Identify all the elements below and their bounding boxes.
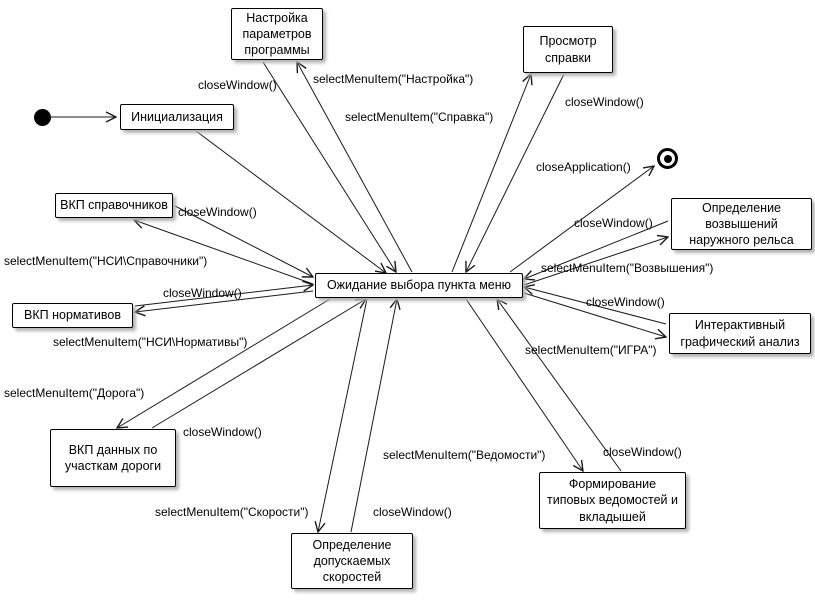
- label-select-road: selectMenuItem("Дорога"): [4, 386, 145, 400]
- state-speeds: Определение допускаемых скоростей: [291, 533, 413, 589]
- label-select-ref: selectMenuItem("НСИ\Справочники"): [4, 254, 208, 268]
- transition-help-to-wait: [466, 73, 565, 272]
- state-igra-label: Интерактивный графический анализ: [680, 318, 800, 349]
- label-close-help: closeWindow(): [565, 95, 644, 109]
- transition-init-to-wait: [195, 130, 386, 273]
- label-close-road: closeWindow(): [183, 425, 262, 439]
- transition-settings-to-wait: [262, 61, 396, 272]
- state-vkp-ref: ВКП справочников: [55, 193, 173, 218]
- state-wait-label: Ожидание выбора пункта меню: [326, 278, 512, 293]
- label-select-vedomosti: selectMenuItem("Ведомости"): [383, 448, 546, 462]
- state-vkp-norm: ВКП нормативов: [12, 303, 133, 328]
- transition-wait-to-settings: [297, 62, 413, 273]
- transition-vkp-ref-to-wait: [174, 205, 313, 277]
- label-close-igra: closeWindow(): [586, 295, 665, 309]
- label-close-vedomosti: closeWindow(): [603, 445, 682, 459]
- state-vkp-norm-label: ВКП нормативов: [24, 308, 121, 323]
- transition-igra-to-wait: [524, 287, 667, 325]
- state-settings: Настройка параметров программы: [231, 8, 323, 60]
- transition-wait-to-vedomosti: [465, 298, 583, 471]
- label-select-elevation: selectMenuItem("Возвышения"): [541, 261, 714, 275]
- label-close-speeds: closeWindow(): [373, 505, 452, 519]
- state-igra: Интерактивный графический анализ: [669, 313, 811, 354]
- transition-vedomosti-to-wait: [497, 299, 622, 472]
- initial-state-icon: [34, 109, 51, 126]
- label-select-speeds: selectMenuItem("Скорости"): [155, 505, 309, 519]
- label-close-elevation: closeWindow(): [574, 216, 653, 230]
- label-close-settings: closeWindow(): [198, 78, 277, 92]
- label-select-norm: selectMenuItem("НСИ\Нормативы"): [53, 335, 248, 349]
- state-speeds-label: Определение допускаемых скоростей: [312, 537, 392, 585]
- label-close-app: closeApplication(): [536, 160, 631, 174]
- transition-vkp-road-to-wait: [151, 299, 366, 429]
- label-select-igra: selectMenuItem("ИГРА"): [525, 343, 657, 357]
- transition-vkp-norm-to-wait: [134, 285, 313, 307]
- state-elevation-label: Определение возвышений наружного рельса: [689, 200, 794, 248]
- state-wait: Ожидание выбора пункта меню: [315, 273, 523, 298]
- label-select-settings: selectMenuItem("Настройка"): [313, 72, 474, 86]
- final-state-dot: [663, 154, 672, 163]
- final-state-icon: [657, 148, 678, 169]
- state-elevation: Определение возвышений наружного рельса: [671, 198, 812, 250]
- transition-wait-to-final: [509, 166, 654, 273]
- transition-speeds-to-wait: [350, 299, 397, 533]
- label-close-norm: closeWindow(): [163, 286, 242, 300]
- transition-wait-to-vkp-ref: [134, 220, 314, 285]
- transition-wait-to-vkp-road: [117, 298, 331, 428]
- state-settings-label: Настройка параметров программы: [242, 10, 312, 58]
- state-vkp-ref-label: ВКП справочников: [60, 198, 168, 213]
- label-close-ref: closeWindow(): [178, 205, 257, 219]
- state-vkp-road: ВКП данных по участкам дороги: [50, 429, 176, 487]
- state-vedomosti-label: Формирование типовых ведомостей и вклады…: [547, 477, 678, 524]
- transition-wait-to-speeds: [318, 298, 368, 532]
- transition-wait-to-help: [451, 74, 531, 273]
- state-init-label: Инициализация: [131, 109, 223, 124]
- transition-wait-to-igra: [523, 292, 666, 337]
- state-vedomosti: Формирование типовых ведомостей и вклады…: [539, 472, 686, 529]
- state-help-label: Просмотр справки: [539, 34, 597, 65]
- label-select-help: selectMenuItem("Справка"): [345, 110, 494, 124]
- state-vkp-road-label: ВКП данных по участкам дороги: [64, 442, 162, 473]
- transition-elevation-to-wait: [524, 220, 669, 279]
- transition-wait-to-elevation: [523, 237, 668, 286]
- state-help: Просмотр справки: [523, 26, 613, 73]
- transition-wait-to-vkp-norm: [135, 290, 314, 312]
- state-init: Инициализация: [120, 104, 234, 130]
